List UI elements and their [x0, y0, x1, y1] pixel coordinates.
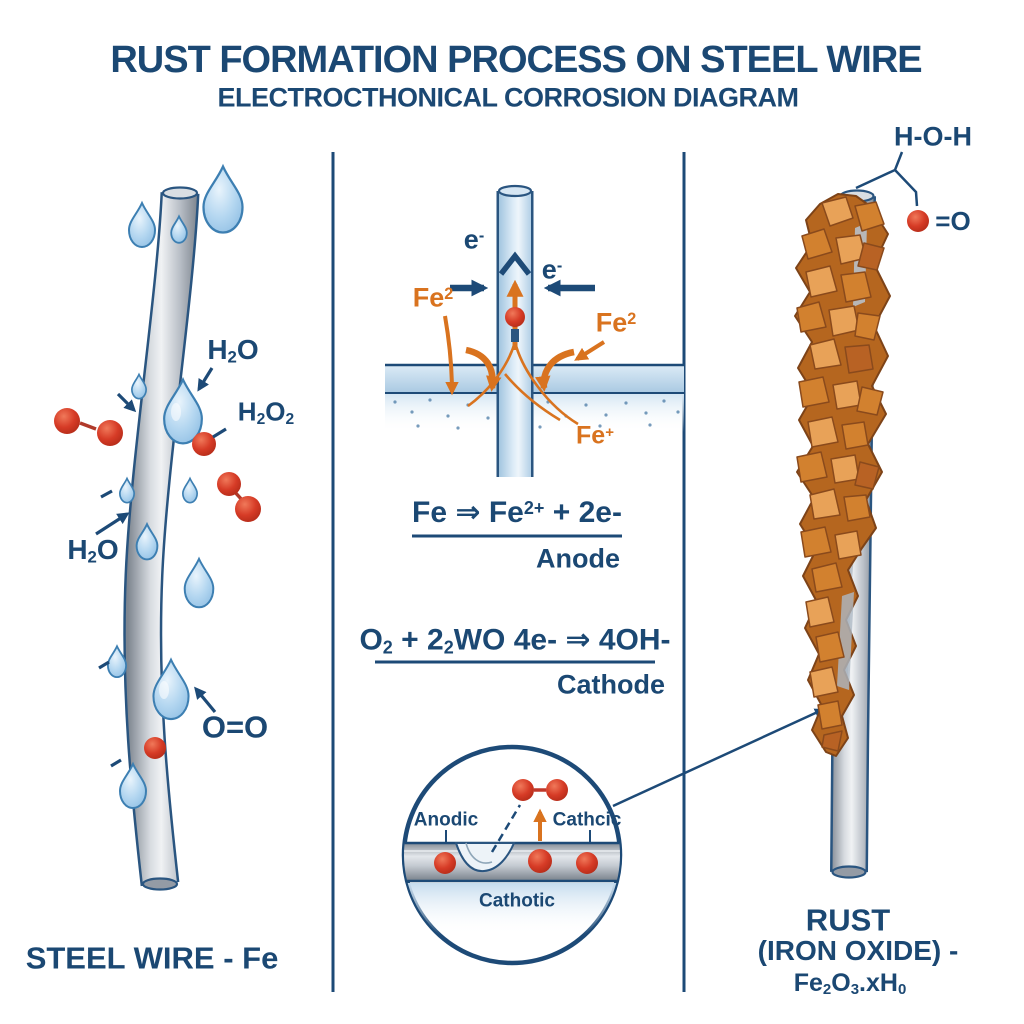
left-caption: STEEL WIRE - Fe	[25, 940, 279, 976]
sediment-dots	[393, 398, 680, 430]
rust-texture	[794, 193, 891, 757]
label-fe2-left: Fe2	[412, 282, 454, 313]
label-electron-right: e-	[541, 254, 563, 285]
label-oxygen-molecule: O=O	[201, 709, 269, 745]
label-oxygen-double: =O	[935, 206, 971, 236]
corrosion-pit	[454, 842, 516, 873]
left-steel-wire	[123, 186, 200, 891]
rust-caption-line1: RUST	[805, 902, 891, 938]
equation-underlines	[375, 534, 655, 664]
label-h2o2: H2O2	[237, 396, 295, 428]
anode-label: Anode	[536, 543, 620, 574]
water-band	[385, 363, 684, 432]
label-h2o-top: H2O	[207, 333, 259, 367]
inset-label-anodic: Anodic	[413, 809, 479, 831]
label-h2o-bottom: H2O	[67, 533, 119, 567]
anode-reaction: Fe ⇒ Fe2+ + 2e-	[412, 496, 622, 529]
label-electron-left: e-	[463, 224, 485, 255]
orange-ion-arrows	[443, 279, 606, 426]
label-fe2-right: Fe2	[595, 307, 637, 338]
cathode-reaction: O2 + 22WO 4e- ⇒ 4OH-	[359, 623, 671, 658]
inset-pointer-line	[612, 708, 825, 808]
electron-marker	[511, 329, 519, 342]
inset-label-cathcic: Cathcic	[552, 809, 622, 831]
dashed-path-line	[490, 804, 522, 853]
diagram-title: RUST FORMATION PROCESS ON STEEL WIRE	[110, 39, 922, 81]
label-water-molecule: H-O-H	[894, 121, 972, 152]
diagram-subtitle: ELECTROCTHONICAL CORROSION DIAGRAM	[217, 82, 800, 113]
magnifier-inset	[401, 744, 623, 966]
ion-dot	[505, 307, 525, 327]
water-droplets	[106, 165, 244, 809]
cathode-label: Cathode	[557, 669, 665, 700]
inset-label-cathotic: Cathotic	[479, 890, 555, 912]
rust-caption-line2: (IRON OXIDE) -	[757, 935, 959, 966]
water-molecule-bonds	[855, 151, 919, 207]
oxygen-atom-dot	[907, 210, 929, 232]
electron-arrows	[450, 251, 595, 297]
oxygen-molecules	[54, 408, 261, 759]
panel-dividers	[331, 152, 686, 992]
label-fe-plus: Fe+	[576, 421, 614, 450]
left-arrows	[95, 367, 227, 768]
rust-formula: Fe2O3.xH0	[793, 968, 907, 999]
